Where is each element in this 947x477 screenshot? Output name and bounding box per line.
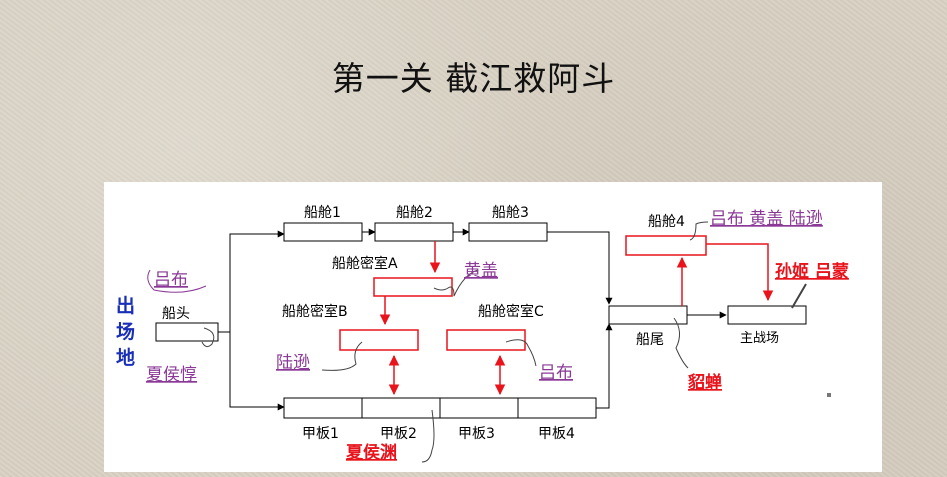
bow-top-annotation[interactable]: 吕布: [154, 270, 188, 290]
start-label-1: 出: [116, 294, 135, 317]
arrow-cabin4-to-main: [706, 243, 774, 302]
start-label-2: 场: [116, 321, 135, 343]
secret-b-annotation[interactable]: 陆逊: [276, 353, 310, 373]
secret-c-box[interactable]: [446, 329, 526, 351]
bow-bottom-annotation[interactable]: 夏侯惇: [146, 365, 197, 385]
deck3-label: 甲板3: [458, 426, 495, 442]
secret-c-annotation[interactable]: 吕布: [539, 363, 573, 383]
secret-b-box[interactable]: [339, 329, 419, 351]
main-battlefield-label: 主战场: [740, 331, 779, 346]
pointer-secret-c: [505, 339, 537, 367]
deck3-box[interactable]: [439, 397, 519, 419]
secret-a-annotation[interactable]: 黄盖: [464, 261, 498, 281]
cabin2-label: 船舱2: [396, 205, 433, 221]
stern-label: 船尾: [636, 332, 664, 348]
cabin4-label: 船舱4: [648, 214, 685, 230]
secret-c-label: 船舱密室C: [478, 303, 544, 320]
cabin1-box[interactable]: [283, 222, 363, 242]
pointer-stern: [673, 317, 689, 369]
pointer-secret-b: [321, 341, 363, 371]
arrow-cabin3-to-stern: [547, 231, 613, 305]
pointer-deck2: [421, 409, 435, 463]
deck4-label: 甲板4: [538, 426, 575, 442]
deck1-box[interactable]: [283, 397, 363, 419]
secret-b-label: 船舱密室B: [282, 303, 348, 320]
cabin3-box[interactable]: [468, 222, 548, 242]
cabin4-annotation[interactable]: 吕布 黄盖 陆逊: [710, 209, 823, 229]
page-title: 第一关 截江救阿斗: [331, 59, 616, 98]
cabin1-label: 船舱1: [304, 205, 341, 221]
cabin4-box[interactable]: [625, 235, 707, 256]
start-label-3: 地: [116, 346, 135, 369]
pointer-main: [791, 283, 807, 309]
arrow-bow-to-cabin1: [218, 230, 285, 333]
cabin3-label: 船舱3: [492, 205, 529, 221]
deck2-annotation[interactable]: 夏侯渊: [346, 442, 397, 463]
deck2-box[interactable]: [361, 397, 441, 419]
deck2-label: 甲板2: [380, 426, 417, 442]
cabin2-box[interactable]: [374, 222, 454, 242]
map-panel: 出 场 地 船头 吕布 夏侯惇 船舱1 船舱2 船舱3 船舱密室A 黄盖 船舱密…: [104, 182, 882, 472]
secret-a-box[interactable]: [373, 277, 453, 297]
deck4-box[interactable]: [517, 397, 597, 419]
deck1-label: 甲板1: [302, 426, 339, 442]
pointer-secret-a: [433, 269, 479, 297]
main-battlefield-box[interactable]: [727, 305, 807, 325]
secret-a-label: 船舱密室A: [332, 255, 398, 272]
stern-annotation[interactable]: 貂蝉: [687, 372, 722, 393]
arrow-deck4-to-stern: [596, 323, 613, 409]
stern-box[interactable]: [608, 305, 688, 325]
main-annotation[interactable]: 孙姬 吕蒙: [775, 261, 849, 282]
marker-dot: [827, 393, 831, 397]
stage-map-diagram: 出 场 地 船头 吕布 夏侯惇 船舱1 船舱2 船舱3 船舱密室A 黄盖 船舱密…: [116, 205, 849, 463]
bow-label: 船头: [162, 306, 190, 322]
bow-top-bracket: [147, 269, 207, 293]
pointer-cabin4: [689, 221, 709, 241]
arrow-bow-to-deck1: [229, 332, 285, 411]
pointer-squiggle: [201, 327, 215, 348]
bow-box[interactable]: [155, 322, 219, 342]
